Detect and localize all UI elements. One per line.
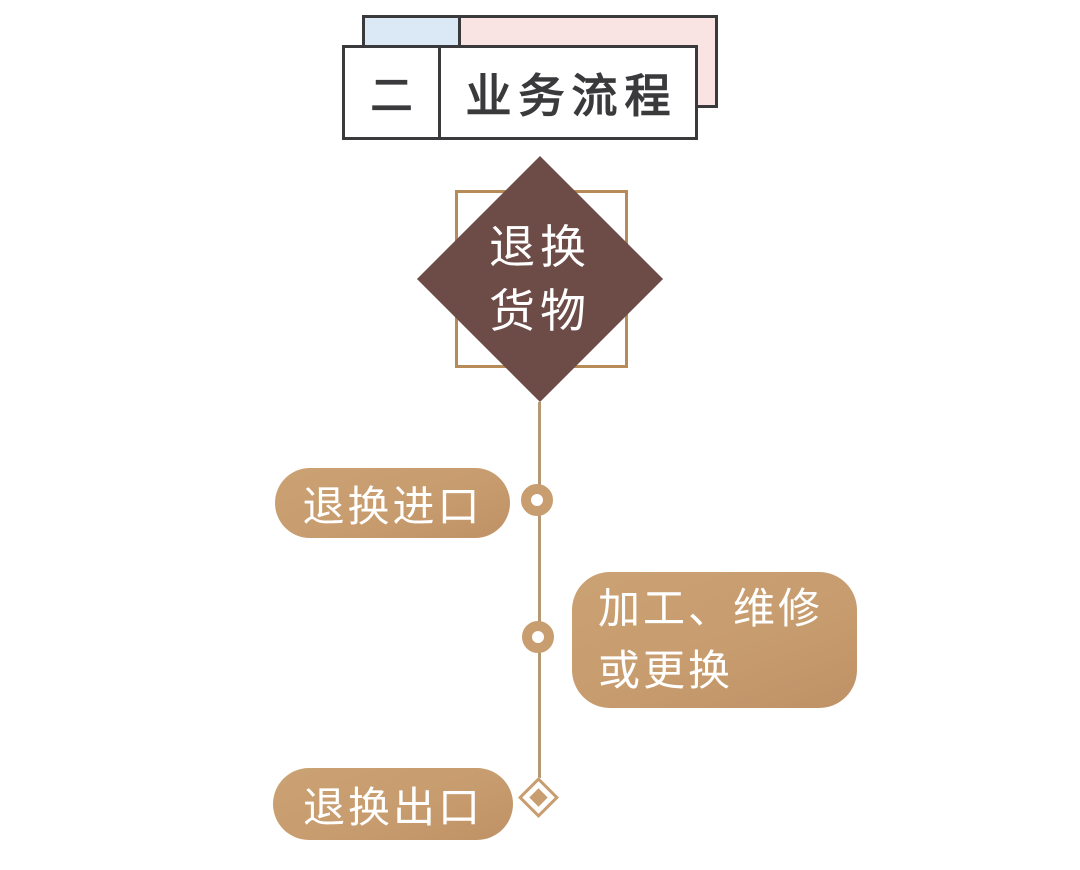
step-label-process-line1: 加工、维修 [598,585,824,632]
flow-connector-line [538,402,541,778]
step-label-process-line2: 或更换 [598,647,734,694]
section-number: 二 [345,48,441,137]
step-label-return-export: 退换出口 [302,783,483,831]
flow-node-2-circle [522,621,554,653]
step-pill-process-repair-replace: 加工、维修 或更换 [572,572,857,708]
section-header-box: 二 业务流程 [342,45,698,140]
section-title: 业务流程 [465,69,678,122]
root-diamond-label: 退换 货物 [489,215,591,343]
root-label-line2: 货物 [489,285,591,337]
flow-end-diamond-inner [529,788,548,807]
step-pill-return-import: 退换进口 [275,468,510,538]
step-pill-return-export: 退换出口 [273,768,513,840]
flow-end-diamond-icon [517,776,560,819]
root-label-line1: 退换 [489,221,591,273]
step-label-return-import: 退换进口 [302,482,483,530]
flow-node-1-circle [521,484,553,516]
